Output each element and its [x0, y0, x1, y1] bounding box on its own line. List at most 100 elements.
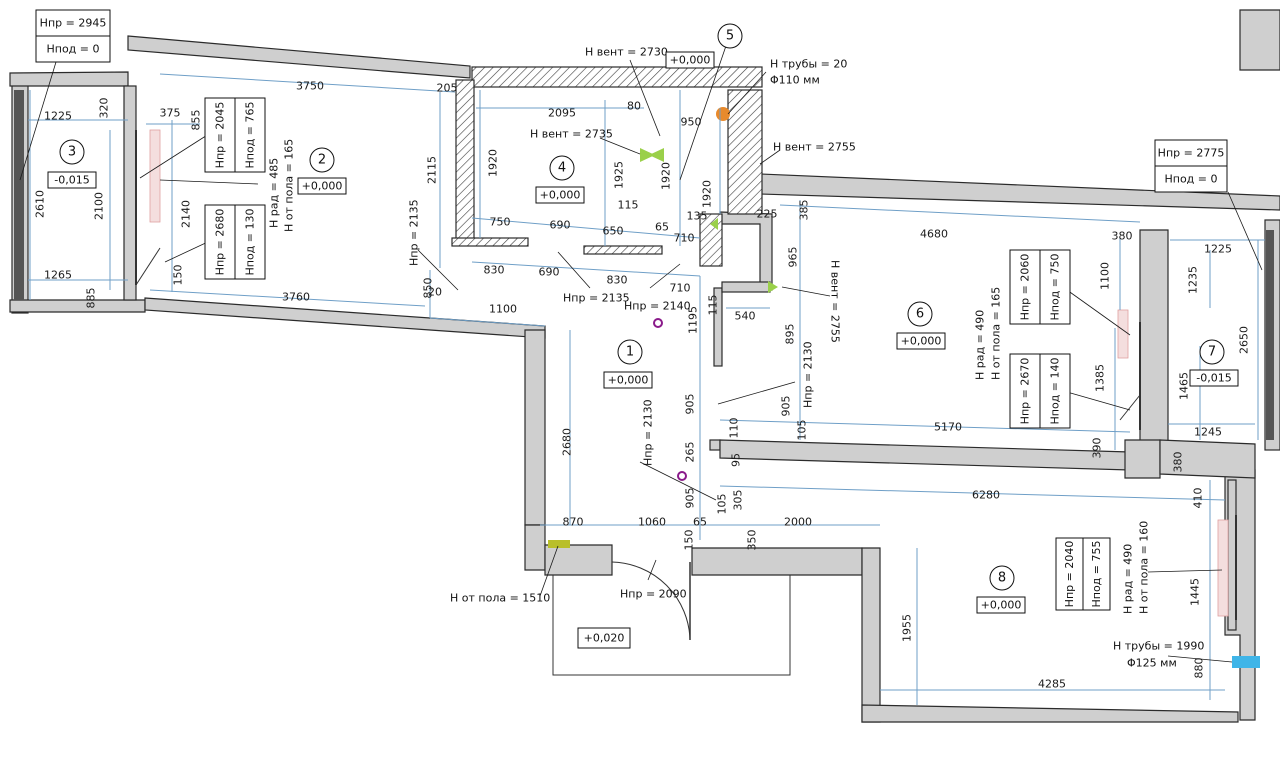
room-number: 7 — [1208, 345, 1216, 360]
dimension-label: 1920 — [701, 180, 714, 208]
dimension-label: 375 — [160, 107, 181, 120]
dimension-label: 1920 — [660, 162, 673, 190]
annotation-label: Нпр = 2140 — [624, 300, 691, 313]
room-marker: 8+0,000 — [976, 565, 1026, 614]
dimension-label: 380 — [1112, 230, 1133, 243]
dimension-label: 1195 — [687, 306, 700, 334]
dimension-label: 150 — [172, 265, 185, 286]
dimension-label: 135 — [687, 210, 708, 223]
dimension-label: 2100 — [93, 192, 106, 220]
dimension-label: 80 — [627, 100, 641, 113]
dimension-label: 1465 — [1178, 372, 1191, 400]
dimension-label: 265 — [684, 442, 697, 463]
dimension-label: 1925 — [613, 161, 626, 189]
annotation-label: Нпр = 2090 — [620, 588, 687, 601]
height-box-bottom: Нпод = 0 — [46, 43, 99, 56]
room-number: 5 — [726, 29, 734, 44]
height-box-top: Нпр = 2060 — [1019, 254, 1032, 321]
annotation-label: Н вент = 2730 — [585, 46, 668, 59]
dimension-label: 830 — [607, 274, 628, 287]
dimension-label: 6280 — [972, 489, 1000, 502]
height-box: Нпр = 2670 Нпод = 140 — [1009, 353, 1071, 429]
annotation-label: Нпр = 2130 — [802, 341, 815, 408]
dimension-label: 1385 — [1094, 364, 1107, 392]
dimension-label: 385 — [798, 200, 811, 221]
height-box-bottom: Нпод = 0 — [1164, 173, 1217, 186]
height-box-bottom: Нпод = 755 — [1090, 540, 1103, 607]
height-box-top: Нпр = 2670 — [1019, 358, 1032, 425]
walls — [9, 9, 1280, 723]
dimension-label: 1060 — [638, 516, 666, 529]
dimension-label: 390 — [1091, 438, 1104, 459]
dimension-label: 410 — [1192, 488, 1205, 509]
annotation-label: Н от пола = 160 — [1138, 521, 1151, 614]
dimension-label: 905 — [780, 396, 793, 417]
room-level: +0,000 — [608, 374, 649, 387]
dimension-label: 20 — [428, 286, 442, 299]
annotation-label: Н вент = 2735 — [530, 128, 613, 141]
room-level: +0,000 — [981, 599, 1022, 612]
dimension-label: 320 — [98, 98, 111, 119]
dimension-label: 830 — [484, 264, 505, 277]
dimension-label: 350 — [746, 530, 759, 551]
room-marker: 1 +0,000 — [603, 339, 653, 389]
height-box-top: Нпр = 2040 — [1063, 541, 1076, 608]
annotation-label: Н от пола = 165 — [283, 139, 296, 232]
room-marker: 6+0,000 — [896, 301, 946, 350]
dimension-label: 965 — [787, 247, 800, 268]
dimension-label: 150 — [683, 530, 696, 551]
dimension-label: 1265 — [44, 269, 72, 282]
height-box: Нпр = 2060 Нпод = 750 — [1009, 249, 1071, 325]
dimension-label: 65 — [693, 516, 707, 529]
dimension-label: 205 — [437, 82, 458, 95]
dimension-label: 1920 — [487, 149, 500, 177]
height-box-bottom: Нпод = 750 — [1049, 253, 1062, 320]
dimension-label: 225 — [757, 208, 778, 221]
dimension-label: 1955 — [901, 614, 914, 642]
dimension-label: 2140 — [180, 200, 193, 228]
annotation-label: Н рад = 490 — [1122, 544, 1135, 614]
annotation-label: Н вент = 2755 — [829, 260, 842, 343]
height-box-bottom: Нпод = 140 — [1049, 357, 1062, 424]
dimension-label: 540 — [735, 310, 756, 323]
level-marker: +0,020 — [577, 627, 631, 649]
dimension-label: 380 — [1172, 452, 1185, 473]
dimension-label: 105 — [796, 420, 809, 441]
annotation-label: Φ125 мм — [1127, 657, 1177, 670]
dimension-label: 1100 — [489, 303, 517, 316]
annotation-label: Φ110 мм — [770, 74, 820, 87]
dimension-label: 895 — [784, 324, 797, 345]
height-box-top: Нпр = 2680 — [214, 209, 227, 276]
dimension-label: 115 — [618, 199, 639, 212]
dimension-label: 2095 — [548, 107, 576, 120]
room-number: 1 — [626, 345, 634, 360]
room-markers: 1+0,0002+0,0003-0,0154+0,0005+0,0006+0,0… — [47, 23, 1239, 649]
dimension-label: 95 — [730, 453, 743, 467]
dimension-label: 885 — [85, 288, 98, 309]
dimension-label: 110 — [728, 418, 741, 439]
dimension-label: 710 — [670, 282, 691, 295]
dimension-label: 905 — [684, 488, 697, 509]
room-number: 4 — [558, 161, 566, 176]
dimension-label: 2115 — [426, 156, 439, 184]
dimension-label: 950 — [681, 116, 702, 129]
room-level: +0,000 — [901, 335, 942, 348]
height-box-top: Нпр = 2775 — [1158, 147, 1225, 160]
room-marker: 4+0,000 — [535, 155, 585, 204]
dimension-label: 2610 — [34, 190, 47, 218]
room-level: +0,000 — [302, 180, 343, 193]
dimension-label: 1245 — [1194, 426, 1222, 439]
dimension-label: 3760 — [282, 291, 310, 304]
room-marker: 3-0,015 — [47, 139, 97, 189]
dimension-label: 690 — [550, 219, 571, 232]
dimension-label: 855 — [190, 110, 203, 131]
dimension-label: 115 — [707, 295, 720, 316]
level-value: +0,020 — [584, 632, 625, 645]
annotation-label: Н рад = 490 — [974, 310, 987, 380]
annotation-label: Н от пола = 165 — [990, 287, 1003, 380]
annotation-label: Н вент = 2755 — [773, 141, 856, 154]
